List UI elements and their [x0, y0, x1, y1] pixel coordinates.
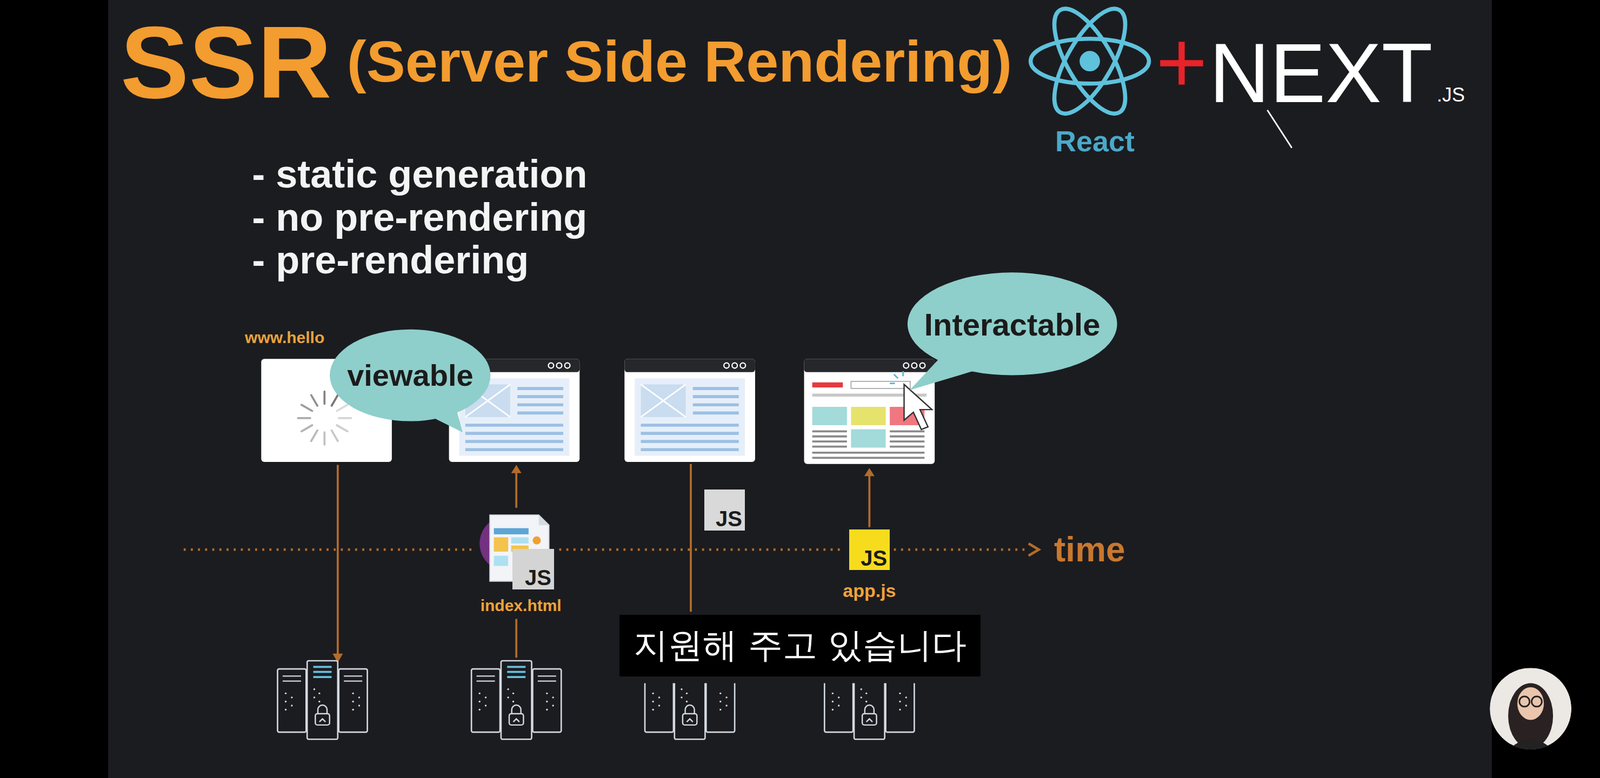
- url-label: www.hello: [244, 329, 325, 346]
- logo-wordmark: NEXT: [1209, 31, 1433, 116]
- js-badge: JSindex.html: [512, 549, 555, 591]
- server-icon: [644, 683, 915, 740]
- plus-sign: [1160, 41, 1203, 85]
- bullet-item: - no pre-rendering: [251, 197, 588, 237]
- axis-label: time: [1054, 532, 1126, 568]
- bubble-text: viewable: [347, 358, 473, 393]
- presenter-avatar: [1489, 668, 1572, 755]
- bubble-body: [907, 272, 1118, 376]
- browser-interactable: [804, 358, 936, 464]
- file-name: index.html: [480, 596, 562, 616]
- logo-caption: React: [1055, 126, 1135, 156]
- slide-subtitle: (Server Side Rendering): [347, 32, 1012, 91]
- speech-bubble: Interactable: [905, 269, 1120, 384]
- file-name: app.js: [842, 580, 896, 602]
- speech-bubble: viewable: [328, 326, 492, 429]
- bullet-item: - pre-rendering: [251, 240, 529, 280]
- timeline: [183, 548, 1029, 552]
- browser-viewable: [624, 358, 756, 463]
- timeline-arrowhead: [1028, 543, 1039, 557]
- server-icon: [277, 661, 562, 740]
- slide-title: SSR: [120, 10, 332, 114]
- badge-text: JS: [860, 547, 888, 570]
- bubble-body: [329, 329, 491, 422]
- subtitle-caption: 지원해 주고 있습니다: [619, 615, 982, 677]
- logo-suffix: .JS: [1436, 85, 1465, 105]
- bubble-text: Interactable: [924, 307, 1101, 344]
- badge-text: JS: [524, 567, 552, 589]
- js-badge: JSapp.js: [849, 529, 891, 571]
- bullet-item: - static generation: [251, 154, 588, 194]
- badge-text: JS: [715, 508, 743, 530]
- react-logo: [1030, 0, 1150, 124]
- next-logo-slash: [1267, 110, 1292, 149]
- slide-ground: [108, 0, 1492, 778]
- js-badge: JS: [704, 489, 746, 531]
- caption-text: 지원해 주고 있습니다: [633, 625, 968, 666]
